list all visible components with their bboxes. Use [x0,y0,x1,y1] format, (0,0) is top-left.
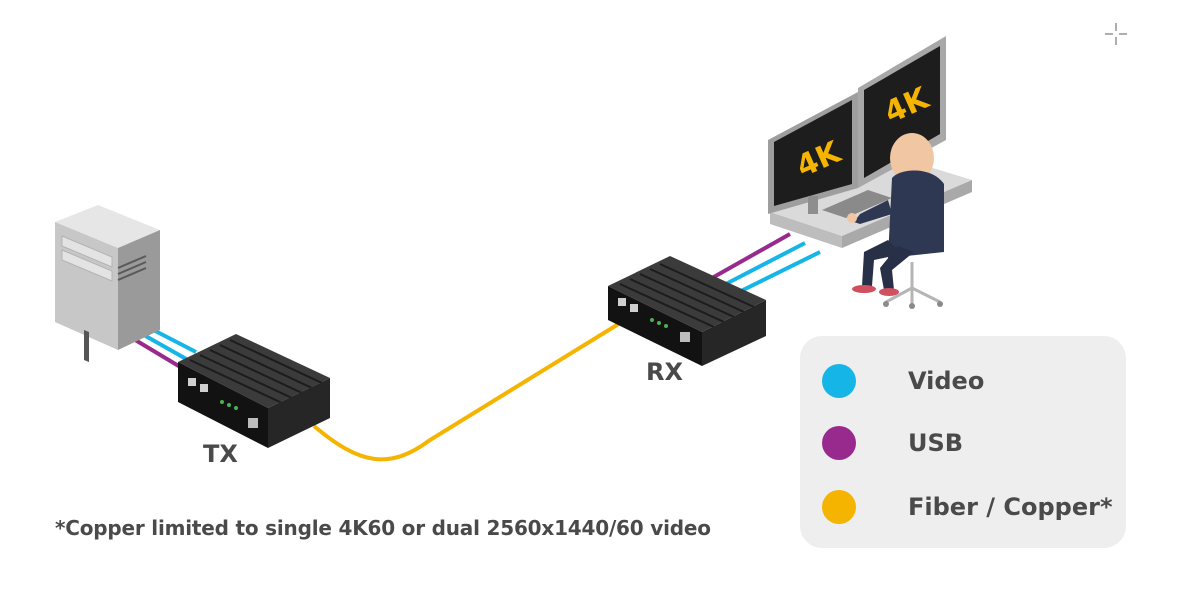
rx-label: RX [646,358,683,386]
legend-label-fiber: Fiber / Copper* [908,493,1113,521]
legend-dot-video [822,364,856,398]
monitor-left [768,92,858,214]
tx-port-icon [188,378,196,386]
pc-tower [55,205,160,362]
chair [885,262,941,304]
rx-cables [711,232,821,296]
fiber-cable [312,318,627,462]
legend-label-video: Video [908,367,985,395]
copper-footnote: *Copper limited to single 4K60 or dual 2… [55,516,711,540]
crosshair-icon [1105,23,1127,45]
tx-label: TX [203,440,238,468]
legend-dot-fiber [822,490,856,524]
pc-drive-bays [61,235,113,282]
legend-dot-usb [822,426,856,460]
person-head [890,133,934,183]
pc-vent [117,255,147,281]
legend: Video USB Fiber / Copper* [800,336,1126,548]
person [847,133,944,296]
keyboard [822,190,892,218]
legend-item-fiber: Fiber / Copper* [822,490,1113,524]
legend-item-usb: USB [822,426,963,460]
legend-item-video: Video [822,364,984,398]
tx-device [178,334,330,448]
person-torso [888,170,944,258]
legend-label-usb: USB [908,429,964,457]
rx-device [608,256,766,366]
